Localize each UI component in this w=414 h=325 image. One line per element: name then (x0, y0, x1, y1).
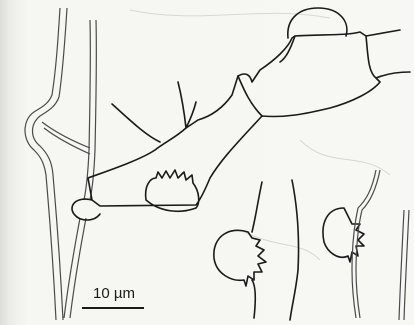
partition-right-tail (376, 72, 410, 78)
branch-left-b (178, 82, 186, 128)
branch-left-a (112, 104, 160, 142)
lower-cell-left-stem (252, 280, 255, 318)
partition-upper (280, 36, 295, 62)
lower-left-wall (64, 218, 86, 318)
lower-cell-stem (252, 182, 262, 232)
main-cell-body (88, 32, 380, 206)
far-right-wall (399, 210, 409, 320)
connector-wall (42, 122, 90, 154)
partition-right-link (366, 30, 400, 36)
left-inner-wall (84, 20, 96, 200)
serrated-bulb-lower (214, 230, 266, 286)
left-tube-wall (25, 8, 67, 320)
scale-bar-label: 10 µm (78, 285, 150, 302)
top-dome (288, 8, 347, 38)
partition-lower (238, 76, 262, 116)
right-double-wall (352, 170, 380, 318)
tall-stem (290, 180, 299, 320)
scale-bar (82, 307, 144, 309)
